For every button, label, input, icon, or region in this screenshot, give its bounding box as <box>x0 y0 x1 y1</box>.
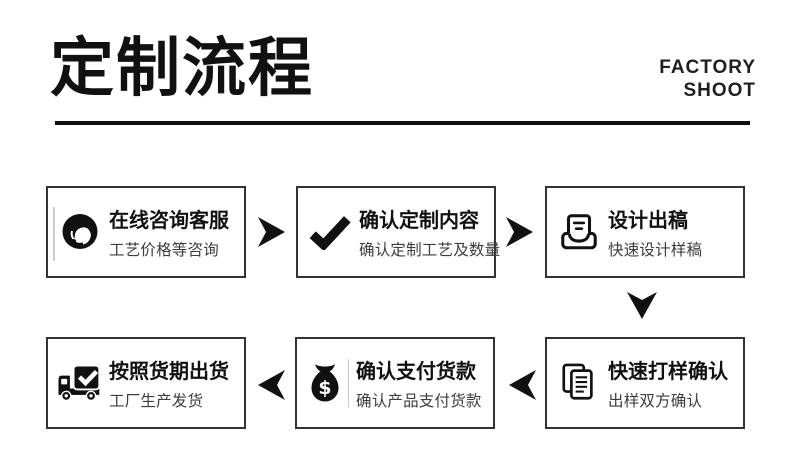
icon-text-separator <box>348 359 349 407</box>
step-title: 快速打样确认 <box>608 361 728 383</box>
customer-service-icon <box>58 208 102 256</box>
step-box-shipping: 按照货期出货 工厂生产发货 <box>46 337 246 429</box>
money-bag-icon: $ <box>307 359 343 407</box>
brand-mark: FACTORY SHOOT <box>659 56 756 102</box>
svg-text:$: $ <box>318 377 331 399</box>
step-subtitle: 确认定制工艺及数量 <box>359 242 501 259</box>
step-subtitle: 出样双方确认 <box>608 393 703 410</box>
step-title: 设计出稿 <box>608 210 688 232</box>
step-box-payment: $ 确认支付货款 确认产品支付货款 <box>295 337 495 429</box>
delivery-truck-icon <box>58 359 102 407</box>
flow-arrow-right-2 <box>506 217 533 247</box>
step-title: 确认支付货款 <box>356 361 476 383</box>
step-title: 确认定制内容 <box>359 210 479 232</box>
step-box-design-draft: 设计出稿 快速设计样稿 <box>545 186 745 278</box>
step-title: 在线咨询客服 <box>109 210 229 232</box>
checkmark-icon <box>308 208 352 256</box>
accent-line <box>53 207 55 261</box>
flow-arrow-left-1 <box>509 370 536 400</box>
step-subtitle: 快速设计样稿 <box>608 242 703 259</box>
flow-arrow-left-2 <box>258 370 285 400</box>
sample-pages-icon <box>557 359 601 407</box>
step-subtitle: 工厂生产发货 <box>109 393 204 410</box>
step-box-sample-confirm: 快速打样确认 出样双方确认 <box>545 337 745 429</box>
step-subtitle: 工艺价格等咨询 <box>109 242 219 259</box>
step-subtitle: 确认产品支付货款 <box>356 393 482 410</box>
step-title: 按照货期出货 <box>109 361 229 383</box>
flow-arrow-right-1 <box>258 217 285 247</box>
step-box-confirm-content: 确认定制内容 确认定制工艺及数量 <box>296 186 501 278</box>
flow-arrow-down <box>627 292 657 319</box>
brand-line-1: FACTORY <box>659 57 756 78</box>
step-box-online-consult: 在线咨询客服 工艺价格等咨询 <box>46 186 246 278</box>
page-title: 定制流程 <box>50 32 314 104</box>
title-divider <box>55 121 750 125</box>
design-draft-icon <box>557 208 601 256</box>
brand-line-2: SHOOT <box>683 80 756 101</box>
